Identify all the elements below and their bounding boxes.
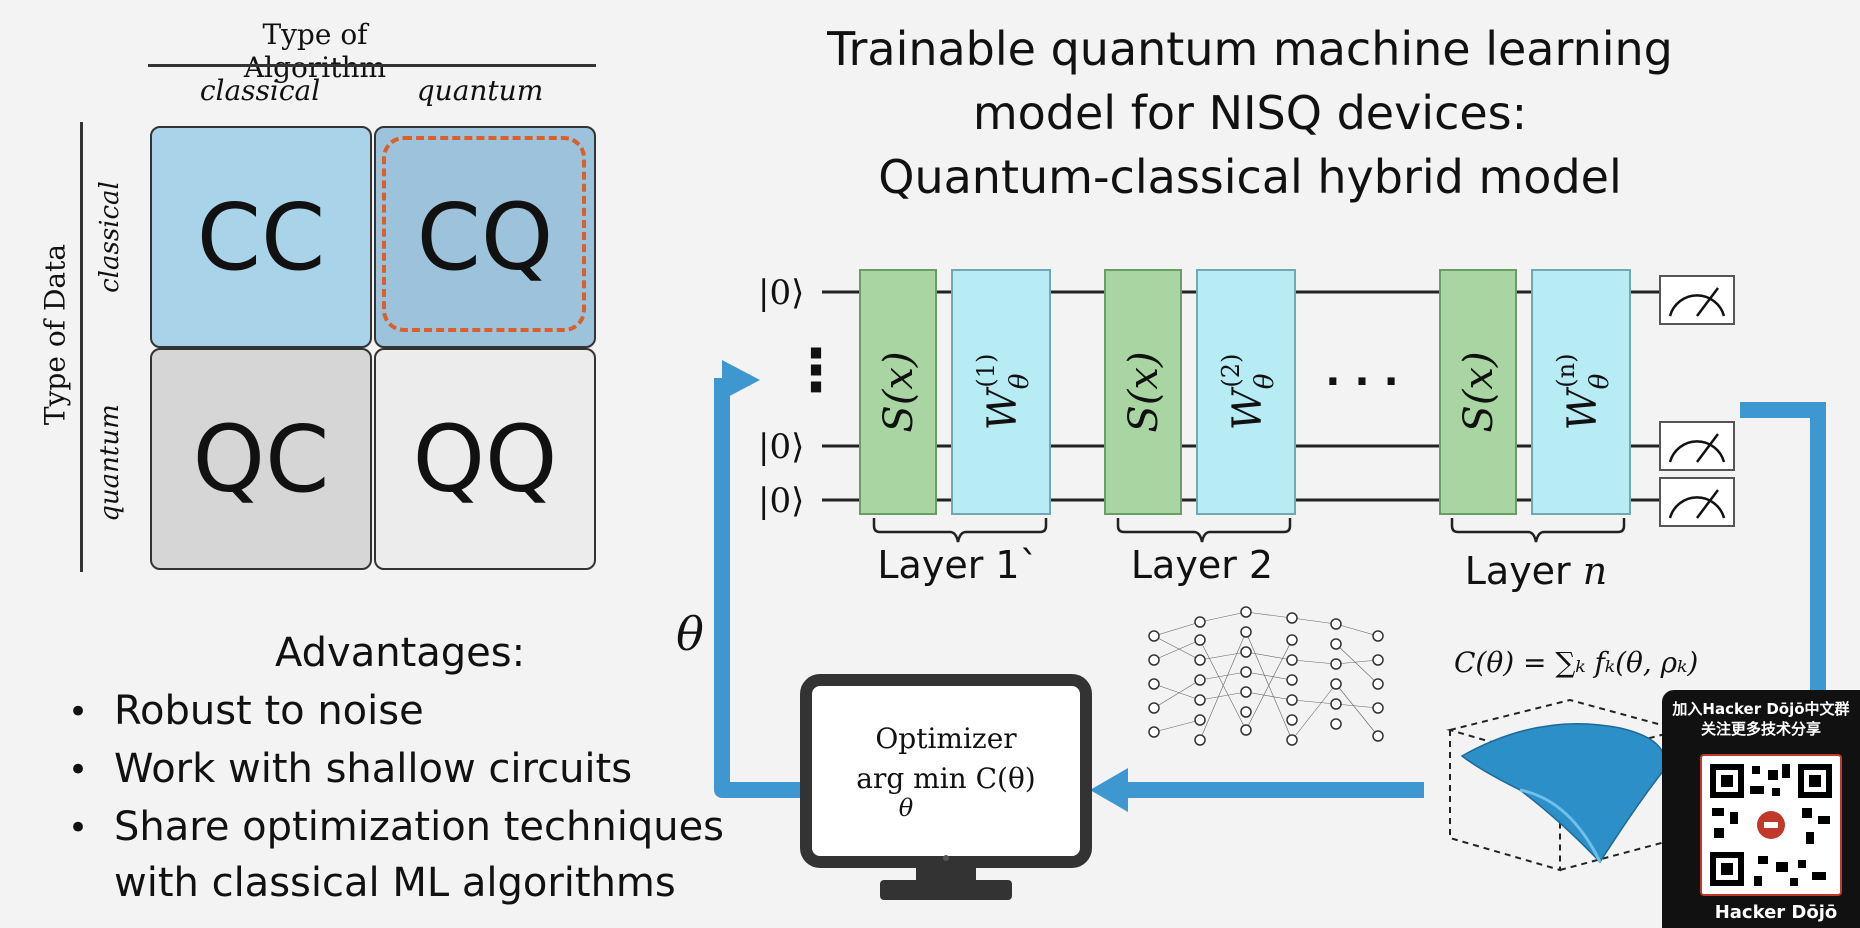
title-line-1: Trainable quantum machine learning (827, 22, 1673, 76)
bullet-dot: • (68, 750, 89, 790)
gate-s-2 (1104, 269, 1182, 515)
slide-title: Trainable quantum machine learning model… (760, 20, 1740, 206)
theta-label: θ (676, 607, 704, 661)
gate-s-n-label: S(x) (1456, 351, 1502, 432)
vertical-dots: ⋮ (787, 336, 845, 404)
ket-top: |0⟩ (758, 273, 804, 313)
advantage-item: Work with shallow circuits (114, 746, 633, 792)
cost-landscape-plot (1446, 698, 1684, 872)
cost-function: C(θ) = ∑ₖ fₖ(θ, ρₖ) (1454, 646, 1698, 679)
cell-cc: CC (150, 126, 372, 348)
gate-w-n (1531, 269, 1631, 515)
cq-dashed-highlight (382, 136, 586, 332)
ket-middle: |0⟩ (758, 427, 804, 467)
gate-s-1-label: S(x) (876, 351, 922, 432)
gate-w-1 (951, 269, 1051, 515)
cell-qc: QC (150, 348, 372, 570)
gate-s-1 (859, 269, 937, 515)
loop-arrowhead-up-right (722, 360, 760, 400)
layer-2-label: Layer 2 (1131, 543, 1273, 587)
col-label-classical: classical (199, 74, 321, 107)
gate-w-n-label: Wθ(n) (1552, 354, 1615, 431)
cell-qq: QQ (374, 348, 596, 570)
promo-panel: 加入Hacker Dōjō中文群 关注更多技术分享 Hacker Dōjō (1662, 690, 1860, 928)
brace-layer-1 (872, 518, 1048, 543)
advantages-heading: Advantages: (275, 630, 526, 676)
loop-arrowhead-left (1090, 768, 1128, 812)
meter-icon (1659, 275, 1735, 325)
optimizer-title: Optimizer (875, 722, 1017, 755)
horizontal-dots: · · · (1325, 359, 1398, 405)
gate-s-2-label: S(x) (1121, 351, 1167, 432)
title-line-3: Quantum-classical hybrid model (878, 150, 1622, 204)
promo-line-2: 关注更多技术分享 (1700, 720, 1821, 738)
gate-s-n (1439, 269, 1517, 515)
advantage-item: Share optimization techniques (114, 804, 725, 850)
type-of-algorithm-header: Type of Algorithm (243, 18, 387, 84)
advantage-item-continued: with classical ML algorithms (114, 860, 676, 906)
gate-w-2 (1196, 269, 1296, 515)
side-rule (80, 122, 83, 572)
cell-cq: CQ (374, 126, 596, 348)
ket-bottom: |0⟩ (758, 481, 804, 521)
col-label-quantum: quantum (416, 74, 544, 107)
meter-icon (1659, 421, 1735, 471)
qr-code[interactable] (1700, 754, 1842, 896)
layer-n-label: Layer n (1465, 549, 1608, 593)
title-line-2: model for NISQ devices: (972, 86, 1528, 140)
meter-icon (1659, 477, 1735, 527)
promo-brand: Hacker Dōjō (1714, 902, 1838, 923)
bullet-dot: • (68, 808, 89, 848)
brace-layer-2 (1116, 518, 1292, 543)
optimizer-formula: arg min C(θ) (856, 762, 1035, 795)
advantage-item: Robust to noise (114, 688, 424, 734)
gate-w-1-label: Wθ(1) (972, 354, 1035, 431)
neural-network-icon (1153, 611, 1379, 741)
brace-layer-n (1450, 518, 1626, 543)
layer-1-label: Layer 1` (877, 543, 1038, 587)
bullet-dot: • (68, 692, 89, 732)
optimizer-subscript: θ (899, 794, 914, 822)
neural-network-nodes (1148, 606, 1384, 746)
promo-line-1: 加入Hacker Dōjō中文群 (1672, 700, 1850, 718)
gate-w-2-label: Wθ(2) (1217, 354, 1280, 431)
header-rule (148, 64, 596, 67)
computer-monitor-icon (800, 674, 1092, 900)
